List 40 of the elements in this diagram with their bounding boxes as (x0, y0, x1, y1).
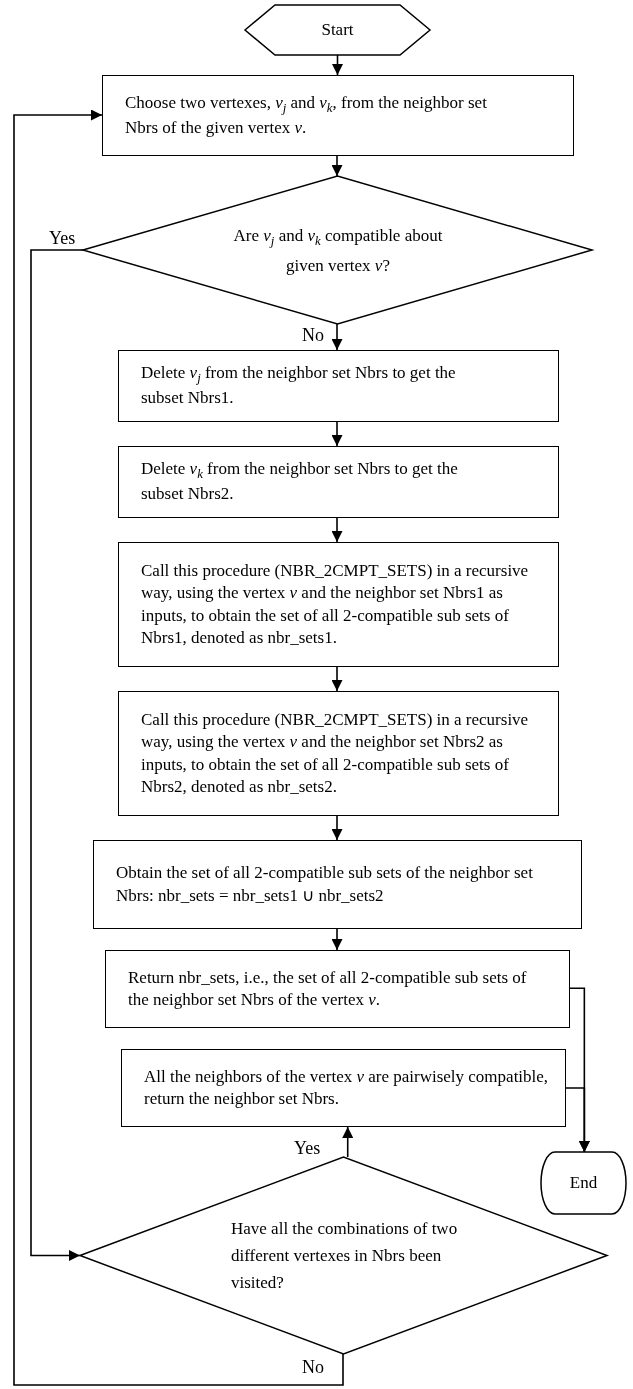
process-box (118, 542, 559, 667)
process-box (102, 75, 574, 156)
edge-label: Yes (294, 1139, 321, 1157)
arrow (331, 815, 343, 841)
arrow (331, 421, 343, 447)
edge-label: No (302, 1358, 324, 1376)
step-text: Obtain the set of all 2-compatible sub sets of the neighbor set Nbrs: nbr_sets = nbr_sets1 ∪ nbr_sets2 (116, 862, 534, 907)
step-text: All the neighbors of the vertex v are pairwisely compatible, return the neighbor set Nbrs. (144, 1065, 550, 1110)
arrow (30, 249, 84, 1261)
arrow (331, 517, 343, 543)
step-text: Call this procedure (NBR_2CMPT_SETS) in a recursive way, using the vertex v and the neighbor set Nbrs1 as inputs, to obtain the set of all 2-compatible sub sets of Nbrs1, denoted as nbr_sets1. (141, 560, 530, 649)
process-box (118, 446, 559, 518)
terminal-text: End (569, 1171, 598, 1194)
edge-label: Yes (49, 229, 76, 247)
step-text: Return nbr_sets, i.e., the set of all 2-compatible sub sets of the neighbor set Nbrs of the vertex v. (128, 966, 528, 1011)
arrow (13, 109, 344, 1386)
decision-text: Have all the combinations of two different vertexes in Nbrs been visited? (231, 1218, 459, 1295)
step-text: Choose two vertexes, v$_{j}$ and v$_{k}$, from the neighbor set Nbrs of the given vertex v. (125, 91, 488, 139)
arrow (331, 928, 343, 951)
process-box (118, 691, 559, 816)
process-box (118, 350, 559, 422)
process-box (93, 840, 582, 929)
arrow (342, 1126, 354, 1158)
step-text: Delete v$_{k}$ from the neighbor set Nbrs to get the subset Nbrs2. (141, 458, 459, 506)
decision-diamond (80, 1157, 607, 1354)
decision-text: Are v$_{j}$ and v$_{k}$ compatible about given vertex v? (232, 225, 444, 277)
start-hexagon (245, 5, 430, 55)
arrow (565, 1087, 590, 1153)
edge-label: No (302, 326, 324, 344)
step-text: Call this procedure (NBR_2CMPT_SETS) in a recursive way, using the vertex v and the neighbor set Nbrs2 as inputs, to obtain the set of all 2-compatible sub sets of Nbrs2, denoted as nbr_sets2. (141, 709, 530, 798)
step-text: Delete v$_{j}$ from the neighbor set Nbrs to get the subset Nbrs1. (141, 362, 457, 410)
process-box (105, 950, 570, 1028)
process-box (121, 1049, 566, 1127)
arrow (331, 323, 343, 351)
arrow (331, 666, 343, 692)
end-terminal (541, 1152, 626, 1214)
decision-diamond (83, 176, 592, 324)
terminal-text: Start (321, 18, 354, 41)
arrow (332, 54, 343, 76)
arrow (331, 155, 343, 177)
